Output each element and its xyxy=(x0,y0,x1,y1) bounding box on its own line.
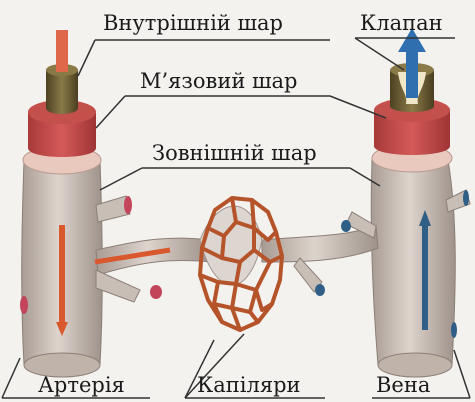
artery-label: Артерія xyxy=(38,373,125,397)
outer-layer-label: Зовнішній шар xyxy=(152,141,317,165)
capillary-bed xyxy=(193,196,297,332)
vein-layers xyxy=(372,28,452,172)
inner-layer-label: Внутрішній шар xyxy=(103,11,283,35)
artery-inner-layer xyxy=(46,70,78,114)
muscle-layer-label: М’язовий шар xyxy=(140,69,298,93)
vein-vessel xyxy=(262,160,470,377)
vein-label: Вена xyxy=(376,373,430,397)
artery-vessel xyxy=(20,160,210,377)
valve-label: Клапан xyxy=(360,11,443,35)
capillaries-label: Капіляри xyxy=(197,373,301,397)
